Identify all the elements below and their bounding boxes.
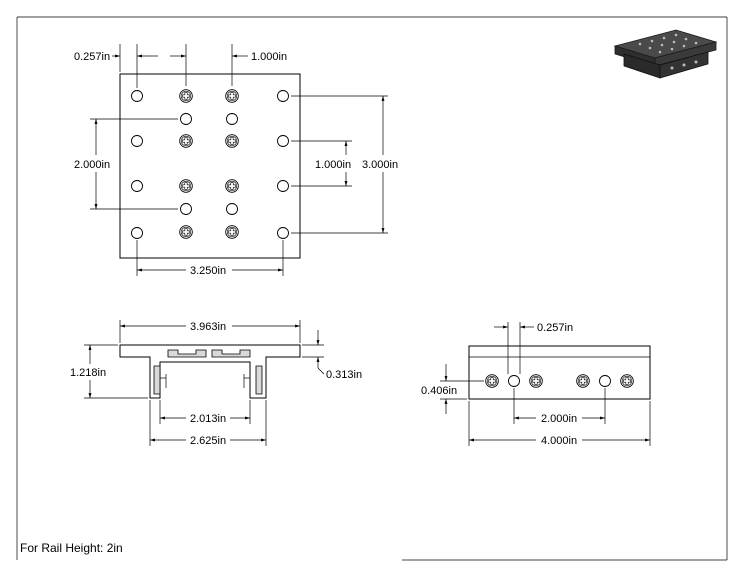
screw-icon [620,374,634,388]
plain-holes [131,90,289,239]
dim-top-right-spacing: 1.000in [291,140,352,187]
screw-icon [225,89,239,103]
side-view-rail [468,345,651,400]
screw-icon [225,179,239,193]
top-view-plate [119,73,301,259]
svg-text:2.000in: 2.000in [541,413,577,425]
dim-side-spacing: 2.000in [513,388,606,425]
isometric-thumbnail [613,29,718,79]
dim-top-hole-spacing: 1.000in [170,44,287,86]
screw-icon [179,134,193,148]
screw-icon [179,89,193,103]
front-leg-right-detail [255,365,263,395]
dim-side-length: 4.000in [468,401,651,447]
svg-text:2.000in: 2.000in [74,159,110,171]
dim-top-height: 3.000in [291,95,398,234]
svg-text:1.000in: 1.000in [315,159,351,171]
dim-top-width: 3.250in [136,240,284,277]
svg-text:4.000in: 4.000in [541,435,577,447]
dim-front-outer: 2.625in [149,400,267,447]
side-holes [485,374,634,388]
dim-top-hole-offset: 0.257in [74,44,158,88]
svg-text:2.013in: 2.013in [190,413,226,425]
side-view: 0.257in 0.406in 2.000in 4.000in [421,322,651,447]
screw-icon [576,374,590,388]
dim-front-thickness: 0.313in [302,330,362,381]
svg-text:2.625in: 2.625in [190,435,226,447]
screw-icon [225,134,239,148]
dim-top-left-spacing: 2.000in [74,118,178,210]
screw-icon [529,374,543,388]
svg-text:1.000in: 1.000in [251,51,287,63]
screw-icon [179,179,193,193]
front-view-profile [119,344,301,399]
screw-icon [225,225,239,239]
front-slot-right [211,349,251,358]
dim-front-width: 3.963in [119,320,301,343]
dim-side-hole-height: 0.406in [421,364,484,414]
front-view: 3.963in 1.218in 0.313in 2.013in [70,320,362,447]
top-view: 0.257in 1.000in 2.000in 1.000in [74,44,398,277]
front-leg-left-detail [153,365,161,395]
svg-text:3.250in: 3.250in [190,265,226,277]
front-slot-left [167,349,207,358]
svg-text:0.313in: 0.313in [326,369,362,381]
svg-text:0.257in: 0.257in [537,322,573,334]
footer-note: For Rail Height: 2in [20,541,123,555]
screw-icon [179,225,193,239]
svg-text:3.963in: 3.963in [190,321,226,333]
svg-text:1.218in: 1.218in [70,367,106,379]
svg-text:0.406in: 0.406in [421,385,457,397]
dim-side-hole-offset: 0.257in [494,322,573,374]
dim-front-inner: 2.013in [159,400,251,425]
sheet-border [16,16,728,561]
svg-text:3.000in: 3.000in [362,159,398,171]
dim-front-height: 1.218in [70,344,148,399]
svg-text:0.257in: 0.257in [74,51,110,63]
screw-icon [485,374,499,388]
